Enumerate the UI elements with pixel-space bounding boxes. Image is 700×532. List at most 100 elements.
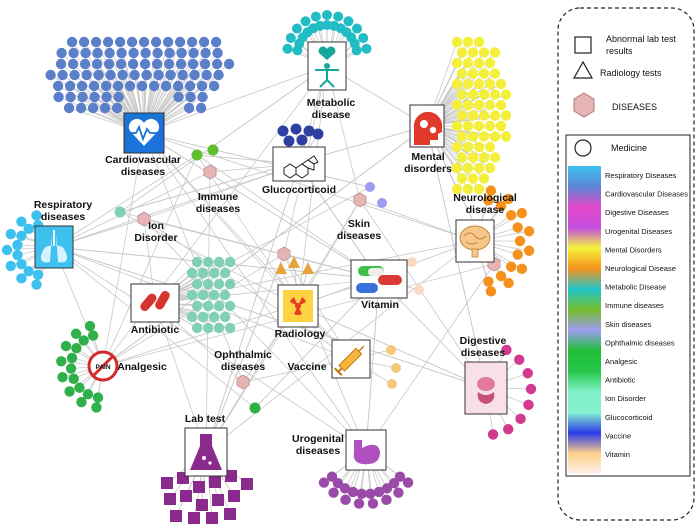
steroid-molecule-icon <box>273 147 325 181</box>
legend-category-label: Digestive Diseases <box>605 208 669 217</box>
antibiotic-medicine-node <box>225 323 235 333</box>
urogenital-medicine-node <box>328 487 338 497</box>
analgesic-medicine-node <box>71 329 81 339</box>
skin-medicine-node <box>365 182 375 192</box>
legend-category-label: Cardiovascular Diseases <box>605 190 688 199</box>
metabolic-medicine-node <box>343 16 353 26</box>
urogenital-medicine-node <box>403 477 413 487</box>
lab-test-node <box>206 512 218 524</box>
mental-medicine-node <box>485 142 495 152</box>
analgesic-medicine-node <box>85 321 95 331</box>
mental-medicine-node <box>490 110 500 120</box>
neurological-medicine-node <box>517 264 527 274</box>
lab-test-node <box>228 490 240 502</box>
mental-medicine-node <box>457 89 467 99</box>
mental-medicine-node <box>501 110 511 120</box>
label-antibiotic: Antibiotic <box>131 324 180 336</box>
mental-medicine-node <box>457 68 467 78</box>
mental-medicine-node <box>468 89 478 99</box>
antibiotic-medicine-node <box>209 268 219 278</box>
mental-medicine-node <box>474 37 484 47</box>
cardiovascular-medicine-node <box>68 59 78 69</box>
cardiovascular-medicine-node <box>140 48 150 58</box>
cardiovascular-medicine-node <box>101 81 111 91</box>
antibiotic-medicine-node <box>192 257 202 267</box>
disease-hexagon-node <box>278 247 290 261</box>
metabolic-medicine-node <box>282 44 292 54</box>
mental-medicine-node <box>452 142 462 152</box>
neurological-medicine-node <box>513 222 523 232</box>
digestive-medicine-node <box>523 400 533 410</box>
neurological-medicine-node <box>503 278 513 288</box>
neurological-medicine-node <box>506 210 516 220</box>
mental-medicine-node <box>468 68 478 78</box>
label-analgesic: Analgesic <box>117 361 167 373</box>
radiology-test-node <box>275 262 287 274</box>
antibiotic-medicine-node <box>187 268 197 278</box>
vaccine-medicine-node <box>387 379 397 389</box>
cardiovascular-medicine-node <box>199 37 209 47</box>
analgesic-medicine-node <box>67 353 77 363</box>
digestive-body-icon <box>465 362 507 414</box>
antibiotic-medicine-node <box>187 290 197 300</box>
mental-medicine-node <box>490 152 500 162</box>
legend-diseases-text: DISEASES <box>612 102 657 112</box>
mental-medicine-node <box>463 121 473 131</box>
capsule-pills-icon <box>131 284 179 322</box>
urogenital-medicine-node <box>319 477 329 487</box>
label-radiology: Radiology <box>275 328 326 340</box>
antibiotic-medicine-node <box>192 279 202 289</box>
neurological-medicine-node <box>515 236 525 246</box>
cardiovascular-medicine-node <box>173 92 183 102</box>
antibiotic-medicine-node <box>198 312 208 322</box>
mental-medicine-node <box>452 37 462 47</box>
cardiovascular-medicine-node <box>80 48 90 58</box>
cardiovascular-medicine-node <box>105 70 115 80</box>
cardiovascular-medicine-node <box>128 59 138 69</box>
legend-category-label: Metabolic Disease <box>605 283 666 292</box>
cardiovascular-medicine-node <box>53 81 63 91</box>
mental-medicine-node <box>501 89 511 99</box>
antibiotic-medicine-node <box>209 290 219 300</box>
cardiovascular-medicine-node <box>152 59 162 69</box>
cardiovascular-medicine-node <box>56 59 66 69</box>
label-vitamin: Vitamin <box>361 299 399 311</box>
metabolic-medicine-node <box>322 10 332 20</box>
cardiovascular-medicine-node <box>185 92 195 102</box>
cardiovascular-medicine-node <box>137 81 147 91</box>
legend-category-label: Antibiotic <box>605 376 636 385</box>
mental-medicine-node <box>457 110 467 120</box>
mental-medicine-node <box>479 131 489 141</box>
mental-medicine-node <box>463 58 473 68</box>
cardiovascular-medicine-node <box>200 59 210 69</box>
urogenital-medicine-node <box>374 487 384 497</box>
antibiotic-medicine-node <box>203 301 213 311</box>
mental-medicine-node <box>490 68 500 78</box>
ion-medicine-node <box>115 207 126 218</box>
legend-category-label: Mental Disorders <box>605 245 662 254</box>
lab-test-node <box>188 512 200 524</box>
cardiovascular-medicine-node <box>68 48 78 58</box>
mental-medicine-node <box>457 47 467 57</box>
analgesic-medicine-node <box>61 341 71 351</box>
cardiovascular-medicine-node <box>128 48 138 58</box>
vitamin-medicine-node <box>407 257 417 267</box>
mental-medicine-node <box>474 121 484 131</box>
analgesic-medicine-node <box>64 386 74 396</box>
urogenital-medicine-node <box>381 495 391 505</box>
edge-layer <box>7 15 531 518</box>
antibiotic-medicine-node <box>214 257 224 267</box>
cardiovascular-medicine-node <box>45 70 55 80</box>
antibiotic-medicine-node <box>192 323 202 333</box>
respiratory-medicine-node <box>12 240 22 250</box>
cardiovascular-medicine-node <box>101 92 111 102</box>
digestive-medicine-node <box>503 424 513 434</box>
cardiovascular-medicine-node <box>104 48 114 58</box>
mental-medicine-node <box>490 89 500 99</box>
legend-lab-square-icon <box>575 37 591 53</box>
mental-medicine-node <box>490 131 500 141</box>
antibiotic-medicine-node <box>203 279 213 289</box>
cardiovascular-medicine-node <box>209 81 219 91</box>
